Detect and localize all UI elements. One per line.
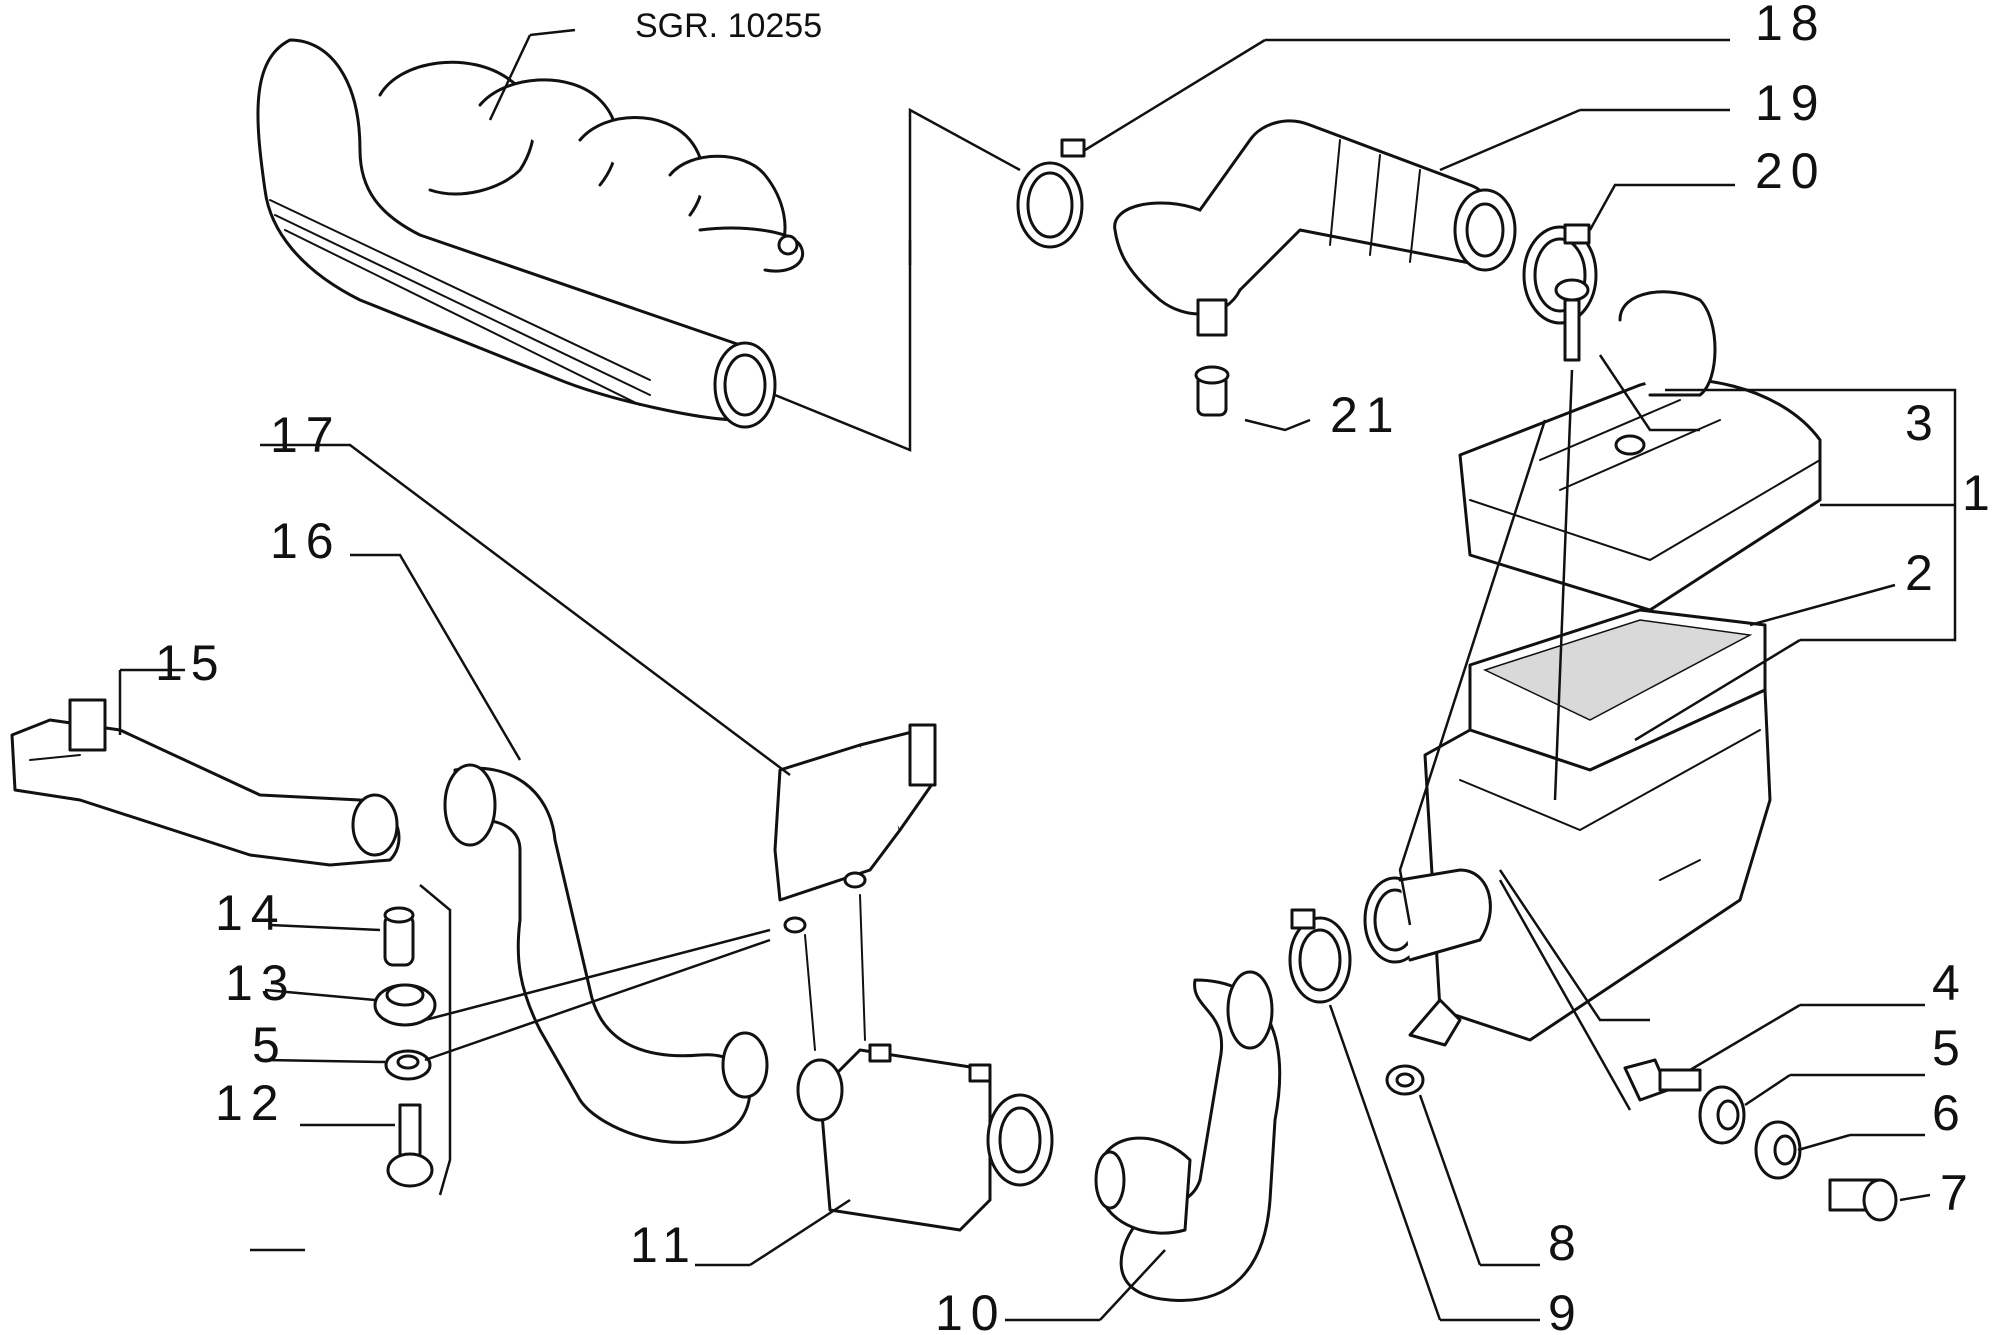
reference-label: SGR. 10255 xyxy=(635,7,822,45)
callout-5-left: 5 xyxy=(252,1017,288,1073)
air-filter-housing xyxy=(1423,688,1772,1042)
grommet-6 xyxy=(1754,1120,1802,1180)
leader-lines xyxy=(118,38,1957,1322)
bolt-12 xyxy=(386,1103,434,1188)
hose-clamp-18 xyxy=(1016,138,1086,249)
bolt-4 xyxy=(1623,1058,1702,1102)
callout-16: 16 xyxy=(270,513,342,569)
grommet-8 xyxy=(1385,1064,1425,1096)
callout-13: 13 xyxy=(225,955,297,1011)
nipple-21 xyxy=(1194,365,1230,417)
callout-10: 10 xyxy=(935,1285,1007,1335)
callout-11: 11 xyxy=(630,1217,698,1273)
washer-5-right xyxy=(1698,1085,1746,1145)
part-group-bracket xyxy=(419,884,452,1196)
bolt-7 xyxy=(1828,1178,1898,1222)
intake-manifold xyxy=(256,38,804,429)
callout-9: 9 xyxy=(1548,1285,1584,1335)
callout-5-right: 5 xyxy=(1932,1020,1968,1076)
washer-5-left xyxy=(384,1049,432,1081)
callout-21: 21 xyxy=(1330,387,1402,443)
callout-18: 18 xyxy=(1755,0,1827,51)
callout-14: 14 xyxy=(215,885,287,941)
air-intake-15 xyxy=(10,698,401,867)
callout-19: 19 xyxy=(1755,75,1827,131)
callout-12: 12 xyxy=(215,1075,287,1131)
intake-duct-19 xyxy=(1113,119,1517,337)
hose-10 xyxy=(1094,970,1282,1302)
bracket-17 xyxy=(773,723,937,934)
air-filter-cover xyxy=(1458,290,1822,612)
callout-15: 15 xyxy=(155,635,227,691)
callout-6: 6 xyxy=(1932,1085,1968,1141)
housing-bracket xyxy=(1408,998,1462,1047)
callout-labels: 18 19 20 21 3 1 2 4 5 6 7 8 9 10 11 12 1… xyxy=(155,0,1992,1335)
callout-1: 1 xyxy=(1962,465,1992,521)
spacer-14 xyxy=(383,906,415,967)
callout-3: 3 xyxy=(1905,395,1941,451)
resonator-11 xyxy=(796,1043,1054,1232)
callout-4: 4 xyxy=(1932,955,1968,1011)
callout-8: 8 xyxy=(1548,1215,1584,1271)
callout-17: 17 xyxy=(270,407,342,463)
hose-clamp-20 xyxy=(1522,223,1598,325)
grommet-13 xyxy=(373,983,437,1027)
housing-inlet xyxy=(1363,868,1492,964)
callout-2: 2 xyxy=(1905,545,1941,601)
reference-leader xyxy=(488,34,532,121)
callout-20: 20 xyxy=(1755,143,1827,199)
hose-16 xyxy=(443,763,769,1144)
screw-3 xyxy=(1553,278,1590,801)
hose-clamp-9 xyxy=(1288,908,1352,1004)
callout-7: 7 xyxy=(1940,1165,1976,1221)
